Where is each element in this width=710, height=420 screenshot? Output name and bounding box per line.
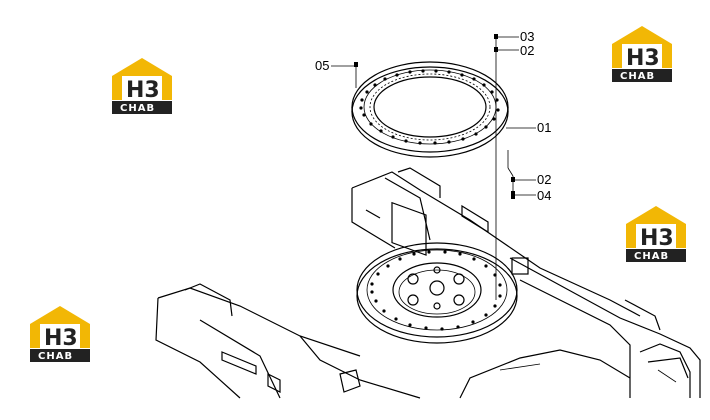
svg-text:H3: H3 — [126, 78, 160, 103]
svg-text:H3: H3 — [626, 46, 660, 71]
svg-text:H3: H3 — [640, 226, 674, 251]
watermark-logo-mid-right: H3 CHAB — [626, 206, 686, 262]
svg-text:CHAB: CHAB — [120, 103, 155, 114]
watermark-logo-bottom-left: H3 CHAB — [30, 306, 90, 362]
callout-03: 03 — [520, 29, 534, 44]
svg-text:CHAB: CHAB — [38, 351, 73, 362]
watermark-logo-top-left: H3 CHAB — [112, 58, 172, 114]
svg-text:CHAB: CHAB — [620, 71, 655, 82]
leader-lines — [331, 34, 536, 300]
slewing-ring — [351, 61, 509, 158]
svg-text:CHAB: CHAB — [634, 251, 669, 262]
callout-04: 04 — [537, 188, 551, 203]
undercarriage-frame — [155, 167, 701, 399]
callout-02-top: 02 — [520, 43, 534, 58]
callout-01: 01 — [537, 120, 551, 135]
watermark-logo-top-right: H3 CHAB — [612, 26, 672, 82]
callout-02-bottom: 02 — [537, 172, 551, 187]
svg-text:H3: H3 — [44, 326, 78, 351]
callout-05: 05 — [315, 58, 329, 73]
